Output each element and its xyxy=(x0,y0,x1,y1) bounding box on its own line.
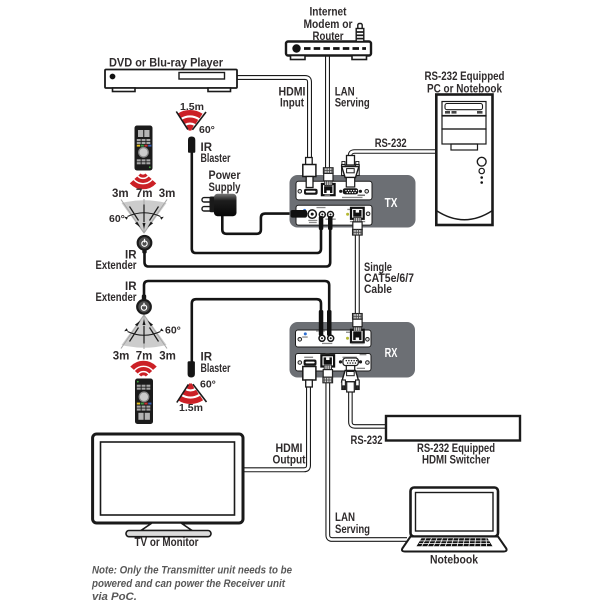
svg-text:Single: Single xyxy=(364,262,392,274)
svg-text:Supply: Supply xyxy=(209,182,241,194)
svg-text:1.5m: 1.5m xyxy=(180,101,204,113)
svg-text:Internet: Internet xyxy=(310,7,347,19)
svg-text:IR: IR xyxy=(201,352,213,364)
svg-text:RS-232 Equipped: RS-232 Equipped xyxy=(425,71,505,83)
svg-text:RS-232 Equipped: RS-232 Equipped xyxy=(417,443,495,455)
svg-text:HDMI Switcher: HDMI Switcher xyxy=(422,454,490,466)
svg-text:3m: 3m xyxy=(113,351,130,363)
svg-text:powered and can power the Rece: powered and can power the Receiver unit xyxy=(91,578,286,590)
svg-text:Serving: Serving xyxy=(335,524,370,536)
svg-text:TX: TX xyxy=(385,195,398,210)
svg-text:Serving: Serving xyxy=(335,98,370,110)
svg-text:DVD or Blu-ray Player: DVD or Blu-ray Player xyxy=(109,58,223,70)
svg-text:Extender: Extender xyxy=(96,260,137,272)
svg-text:60°: 60° xyxy=(165,325,181,337)
svg-text:LAN: LAN xyxy=(335,87,355,99)
svg-text:60°: 60° xyxy=(109,213,125,225)
svg-text:Notebook: Notebook xyxy=(430,554,479,566)
svg-text:Power: Power xyxy=(209,170,241,182)
svg-text:RX: RX xyxy=(385,345,398,360)
svg-text:7m: 7m xyxy=(136,188,153,200)
svg-text:via PoC.: via PoC. xyxy=(92,591,137,600)
svg-text:3m: 3m xyxy=(112,188,129,200)
svg-text:PC or Notebook: PC or Notebook xyxy=(427,83,503,95)
svg-text:Router: Router xyxy=(313,31,344,43)
svg-text:RS-232: RS-232 xyxy=(375,138,407,150)
svg-text:Extender: Extender xyxy=(96,292,137,304)
svg-text:60°: 60° xyxy=(200,379,216,391)
svg-text:Note: Only the Transmitter uni: Note: Only the Transmitter unit needs to… xyxy=(92,565,293,577)
svg-text:IR: IR xyxy=(125,281,137,293)
svg-text:3m: 3m xyxy=(159,188,176,200)
svg-text:Blaster: Blaster xyxy=(201,363,231,375)
svg-text:HDMI: HDMI xyxy=(276,443,303,455)
svg-text:TV or Monitor: TV or Monitor xyxy=(135,537,199,549)
svg-text:1.5m: 1.5m xyxy=(179,402,203,414)
svg-text:HDMI: HDMI xyxy=(279,87,306,99)
svg-text:CAT5e/6/7: CAT5e/6/7 xyxy=(364,273,414,285)
svg-text:7m: 7m xyxy=(136,351,153,363)
svg-text:IR: IR xyxy=(201,142,213,154)
svg-text:Cable: Cable xyxy=(364,284,392,296)
svg-text:Modem or: Modem or xyxy=(304,19,353,31)
svg-text:LAN: LAN xyxy=(335,512,355,524)
svg-text:IR: IR xyxy=(125,250,137,262)
svg-text:3m: 3m xyxy=(159,351,176,363)
svg-text:Blaster: Blaster xyxy=(201,153,231,165)
svg-text:RS-232: RS-232 xyxy=(351,435,383,447)
svg-text:60°: 60° xyxy=(199,124,215,136)
svg-text:Input: Input xyxy=(280,98,304,110)
svg-text:Output: Output xyxy=(273,454,306,466)
